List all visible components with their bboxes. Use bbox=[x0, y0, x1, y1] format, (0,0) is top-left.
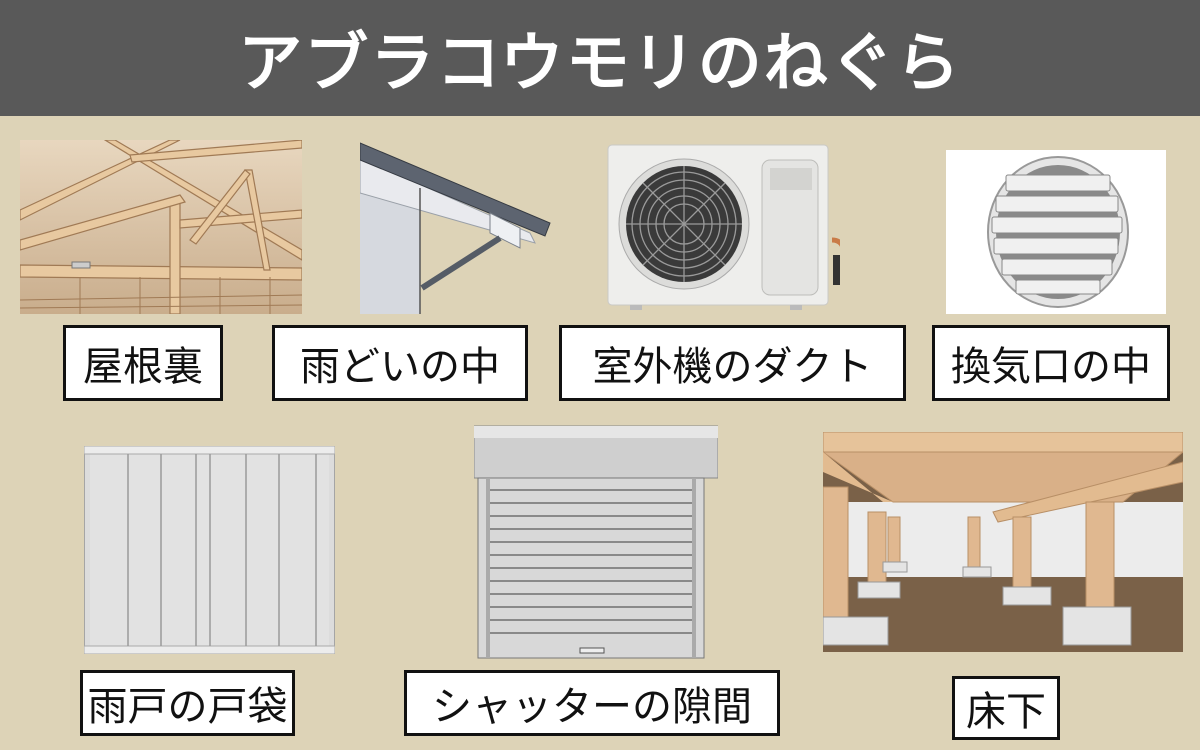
label-shutter-gap: シャッターの隙間 bbox=[404, 670, 780, 736]
header-banner: アブラコウモリのねぐら bbox=[0, 0, 1200, 116]
label-shutter-box: 雨戸の戸袋 bbox=[80, 670, 295, 736]
attic-roof-frame-illustration-icon bbox=[20, 140, 302, 314]
shutter-storage-box-illustration-icon bbox=[84, 446, 335, 654]
underfloor-crawlspace-illustration-icon bbox=[823, 432, 1183, 652]
label-vent: 換気口の中 bbox=[932, 325, 1170, 401]
roller-shutter-illustration-icon bbox=[474, 424, 718, 660]
label-ac-duct: 室外機のダクト bbox=[559, 325, 906, 401]
rain-gutter-illustration-icon bbox=[360, 138, 560, 314]
label-gutter: 雨どいの中 bbox=[272, 325, 528, 401]
label-underfloor: 床下 bbox=[952, 676, 1060, 740]
page-title: アブラコウモリのねぐら bbox=[238, 27, 962, 101]
round-vent-louver-illustration-icon bbox=[946, 150, 1166, 314]
ac-outdoor-unit-illustration-icon bbox=[600, 140, 840, 312]
label-attic: 屋根裏 bbox=[63, 325, 223, 401]
